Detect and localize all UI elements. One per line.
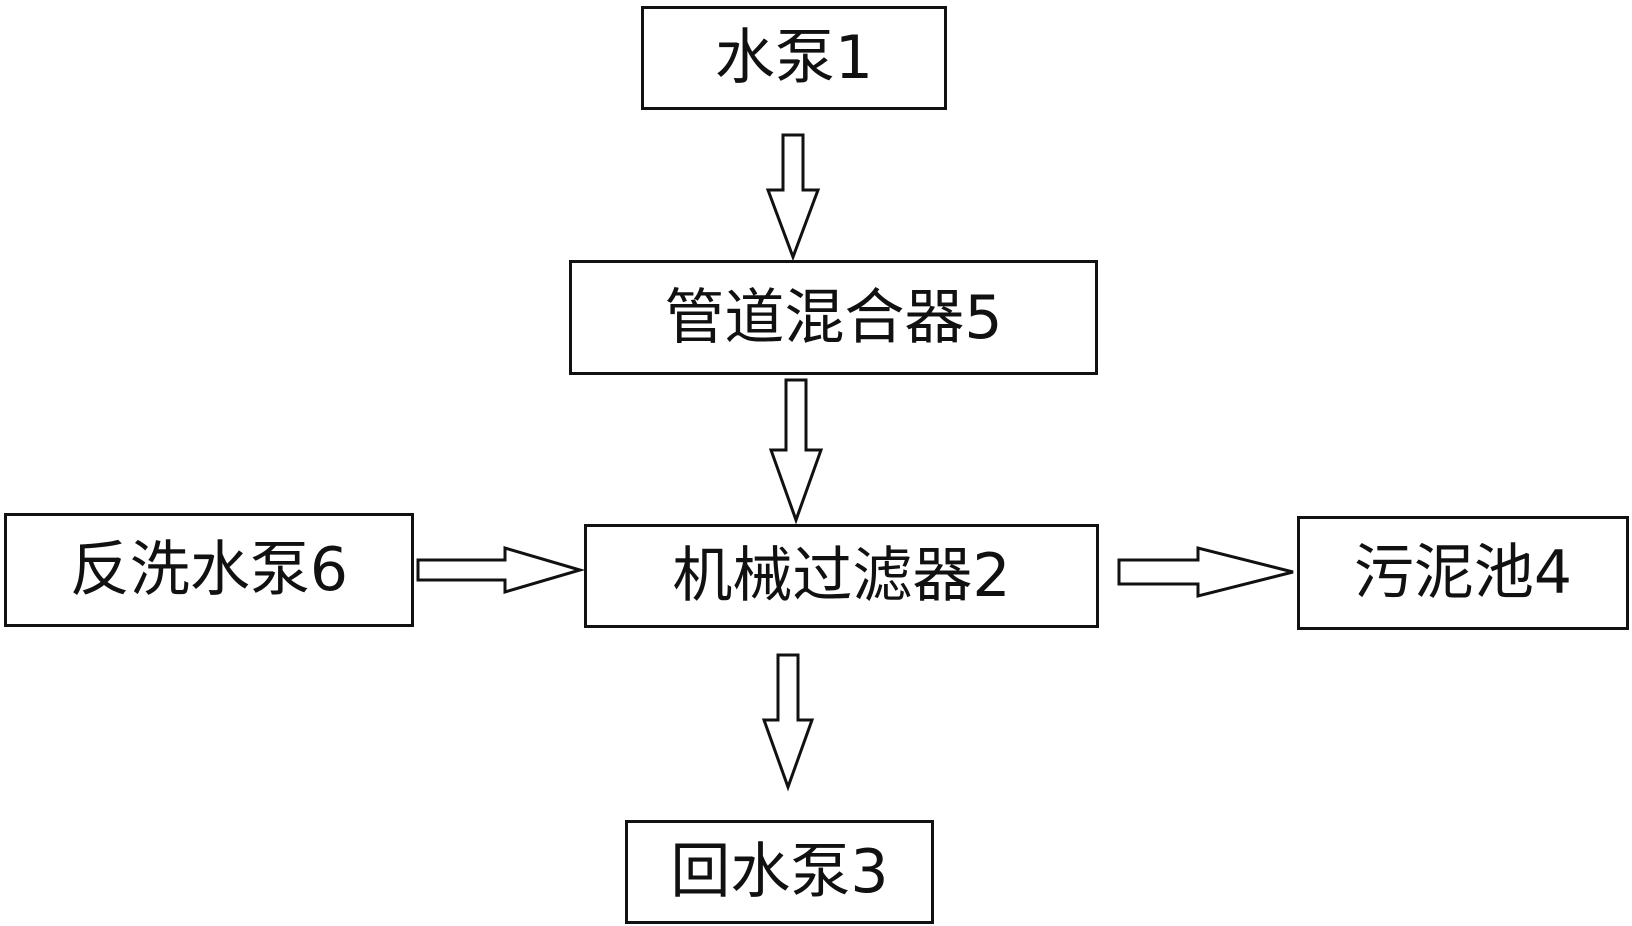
node-backwash-pump: 反洗水泵6: [4, 513, 414, 627]
node-mechanical-filter: 机械过滤器2: [584, 524, 1099, 628]
arrow-filter-to-return: [761, 653, 815, 792]
node-label: 回水泵3: [670, 837, 889, 907]
node-return-pump: 回水泵3: [625, 820, 934, 924]
arrow-water-pump-to-mixer: [765, 133, 821, 262]
node-sludge-tank: 污泥池4: [1297, 516, 1629, 630]
node-pipe-mixer: 管道混合器5: [569, 260, 1098, 375]
arrow-backwash-to-filter: [416, 545, 586, 595]
node-label: 机械过滤器2: [672, 541, 1011, 611]
arrow-filter-to-sludge: [1117, 546, 1294, 598]
node-label: 污泥池4: [1353, 538, 1573, 608]
node-label: 反洗水泵6: [69, 535, 349, 605]
node-label: 管道混合器5: [664, 282, 1003, 353]
arrow-mixer-to-filter: [768, 378, 824, 525]
node-label: 水泵1: [714, 23, 874, 93]
node-water-pump: 水泵1: [641, 6, 947, 110]
